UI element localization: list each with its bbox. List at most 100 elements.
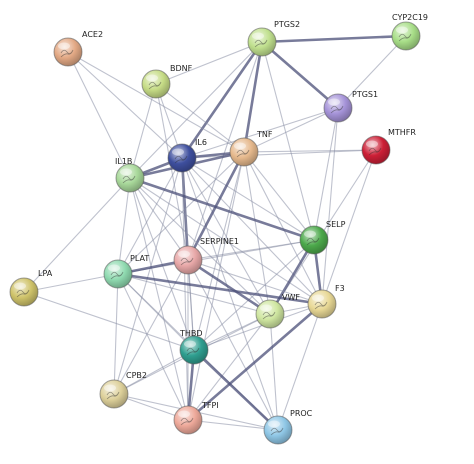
edge-ptgs2-ptgs1 bbox=[260, 40, 340, 110]
node-label-thbd: THBD bbox=[179, 329, 203, 338]
node-tnf[interactable] bbox=[229, 137, 259, 167]
edge-tfpi-proc bbox=[187, 419, 279, 431]
node-thbd[interactable] bbox=[179, 335, 209, 365]
node-label-mthfr: MTHFR bbox=[388, 128, 416, 137]
node-circle[interactable] bbox=[229, 137, 259, 167]
node-ptgs2[interactable] bbox=[247, 27, 277, 57]
edge-ptgs2-selp bbox=[261, 41, 315, 241]
node-ace2[interactable] bbox=[53, 37, 83, 67]
edge-serpine1-thbd bbox=[187, 259, 195, 351]
node-circle[interactable] bbox=[179, 335, 209, 365]
node-label-vwf: VWF bbox=[282, 293, 300, 302]
edge-mthfr-tnf bbox=[243, 149, 377, 153]
edge-bdnf-serpine1 bbox=[155, 83, 189, 261]
node-label-selp: SELP bbox=[326, 220, 346, 229]
node-ptgs1[interactable] bbox=[323, 93, 353, 123]
node-bdnf[interactable] bbox=[141, 69, 171, 99]
node-circle[interactable] bbox=[173, 245, 203, 275]
node-mthfr[interactable] bbox=[361, 135, 391, 165]
edge-serpine1-vwf bbox=[186, 258, 272, 316]
node-circle[interactable] bbox=[99, 379, 129, 409]
node-circle[interactable] bbox=[247, 27, 277, 57]
node-selp[interactable] bbox=[299, 225, 329, 255]
node-circle[interactable] bbox=[361, 135, 391, 165]
node-highlight bbox=[108, 264, 120, 272]
node-proc[interactable] bbox=[263, 415, 293, 445]
protein-structure-icon bbox=[174, 155, 188, 164]
edge-il1b-vwf bbox=[129, 177, 271, 315]
node-plat[interactable] bbox=[103, 259, 133, 289]
protein-structure-icon bbox=[180, 257, 194, 266]
node-circle[interactable] bbox=[115, 163, 145, 193]
edge-il1b-serpine1 bbox=[129, 177, 189, 261]
node-cyp2c19[interactable] bbox=[391, 21, 421, 51]
edge-ptgs2-bdnf bbox=[155, 41, 263, 85]
edge-tnf-vwf bbox=[243, 151, 271, 315]
edge-tnf-plat bbox=[117, 151, 245, 275]
edge-il1b-lpa bbox=[23, 177, 131, 293]
edge-vwf-proc bbox=[269, 313, 279, 431]
edge-il6-plat bbox=[117, 157, 183, 275]
node-circle[interactable] bbox=[299, 225, 329, 255]
protein-structure-icon bbox=[368, 147, 382, 156]
edge-il6-proc bbox=[181, 157, 279, 431]
edge-f3-tfpi bbox=[186, 302, 324, 422]
node-circle[interactable] bbox=[307, 289, 337, 319]
node-tfpi[interactable] bbox=[173, 405, 203, 435]
node-label-cpb2: CPB2 bbox=[126, 371, 147, 380]
edge-ace2-il1b bbox=[67, 51, 131, 179]
node-circle[interactable] bbox=[255, 299, 285, 329]
node-circle[interactable] bbox=[103, 259, 133, 289]
protein-structure-icon bbox=[186, 347, 200, 356]
protein-structure-icon bbox=[106, 391, 120, 400]
node-f3[interactable] bbox=[307, 289, 337, 319]
node-label-plat: PLAT bbox=[130, 254, 149, 263]
edge-il1b-plat bbox=[117, 177, 131, 275]
protein-structure-icon bbox=[60, 49, 74, 58]
node-serpine1[interactable] bbox=[173, 245, 203, 275]
network-nodes bbox=[9, 21, 421, 445]
node-highlight bbox=[146, 74, 158, 82]
edge-il1b-selp bbox=[128, 176, 316, 242]
node-vwf[interactable] bbox=[255, 299, 285, 329]
edge-mthfr-il6 bbox=[181, 149, 377, 159]
node-circle[interactable] bbox=[167, 143, 197, 173]
edge-plat-cpb2 bbox=[113, 273, 119, 395]
node-circle[interactable] bbox=[323, 93, 353, 123]
node-lpa[interactable] bbox=[9, 277, 39, 307]
edge-plat-tfpi bbox=[117, 273, 189, 421]
node-highlight bbox=[234, 142, 246, 150]
node-label-bdnf: BDNF bbox=[170, 64, 193, 73]
edge-tnf-thbd bbox=[193, 151, 245, 351]
node-label-ace2: ACE2 bbox=[82, 30, 103, 39]
node-label-il6: IL6 bbox=[195, 138, 207, 147]
protein-structure-icon bbox=[254, 39, 268, 48]
edge-il6-cpb2 bbox=[113, 157, 183, 395]
network-edges bbox=[23, 34, 408, 432]
node-circle[interactable] bbox=[141, 69, 171, 99]
node-il1b[interactable] bbox=[115, 163, 145, 193]
edge-ptgs1-cyp2c19 bbox=[337, 35, 407, 109]
edge-il1b-f3 bbox=[129, 177, 323, 305]
node-circle[interactable] bbox=[9, 277, 39, 307]
node-highlight bbox=[104, 384, 116, 392]
edge-plat-f3 bbox=[116, 272, 324, 306]
edge-tnf-selp bbox=[243, 151, 315, 241]
node-cpb2[interactable] bbox=[99, 379, 129, 409]
edge-ptgs1-tnf bbox=[243, 107, 339, 153]
node-il6[interactable] bbox=[167, 143, 197, 173]
node-circle[interactable] bbox=[391, 21, 421, 51]
node-circle[interactable] bbox=[53, 37, 83, 67]
protein-structure-icon bbox=[148, 81, 162, 90]
edge-bdnf-tnf bbox=[155, 83, 245, 153]
edge-ace2-il6 bbox=[67, 51, 183, 159]
node-circle[interactable] bbox=[263, 415, 293, 445]
protein-structure-icon bbox=[306, 237, 320, 246]
edge-f3-thbd bbox=[193, 303, 323, 351]
node-circle[interactable] bbox=[173, 405, 203, 435]
edge-mthfr-f3 bbox=[321, 149, 377, 305]
edge-il6-selp bbox=[181, 157, 315, 241]
protein-structure-icon bbox=[16, 289, 30, 298]
edge-ptgs1-il6 bbox=[181, 107, 339, 159]
